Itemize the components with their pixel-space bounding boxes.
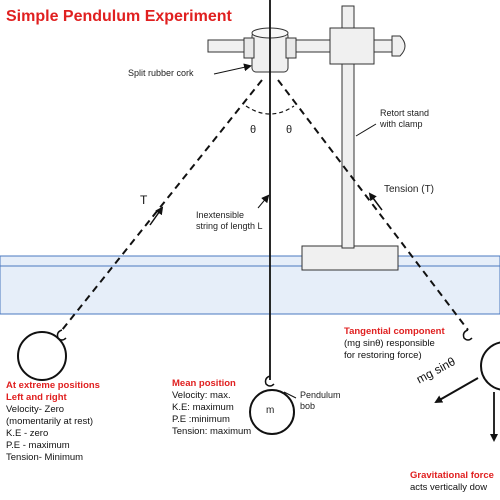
left-string [61,79,263,331]
tension-arrow-right [368,192,383,211]
left-bob [17,331,67,381]
mean-line: K.E: maximum [172,402,234,413]
tangential-line: for restoring force) [344,350,422,361]
extreme-positions-block: At extreme positions Left and right Velo… [6,380,100,464]
theta-right: θ [286,124,293,136]
extreme-line: K.E - zero [6,428,49,439]
stand-base [301,245,399,271]
mean-line: P.E :minimum [172,414,230,425]
tension-arrow-left [149,206,164,226]
mean-position-block: Mean position Velocity: max. K.E: maximu… [172,378,251,438]
extreme-heading-line2: Left and right [6,392,67,403]
stand-label: Retort stand with clamp [380,108,429,130]
mean-heading: Mean position [172,378,236,389]
bob-label-line1: Pendulum [300,390,341,400]
mg-sin-arrow [434,377,479,403]
gravity-line: acts vertically dow [410,482,488,493]
bob-label-line2: bob [300,401,316,411]
string-label-line2: string of length L [196,221,263,231]
mean-line: Velocity: max. [172,390,231,401]
stand-label-line2: with clamp [380,119,423,129]
center-bob [249,389,295,435]
theta-left: θ [250,124,257,136]
mean-line: Tension: maximum [172,426,252,437]
string-label: Inextensible string of length L [196,210,263,232]
right-string [277,79,469,331]
stand-rod [341,5,355,249]
stand-pointer [355,123,377,137]
gravity-block: Gravitational force acts vertically dow [410,470,494,494]
stand-label-line1: Retort stand [380,108,430,118]
bob-mass-letter: m [266,405,275,416]
cork-clip-left [243,37,255,59]
string-pointer [257,194,270,209]
clamp-knob [391,35,406,57]
extreme-line: Velocity- Zero [6,404,65,415]
diagram-title: Simple Pendulum Experiment [6,8,232,25]
right-hook [462,329,473,341]
bench-top [0,255,500,267]
tangential-line: (mg sinθ) responsible [344,338,435,349]
bob-label: Pendulum bob [300,390,341,412]
cork-clip-right [285,37,297,59]
extreme-line: Tension- Minimum [6,452,84,463]
center-hook [264,375,275,387]
clamp-screw [373,39,393,53]
right-bob [480,341,500,391]
bob-pointer [283,391,297,399]
cork-label: Split rubber cork [128,68,194,78]
cork-pointer [213,63,252,75]
tangential-block: Tangential component (mg sinθ) responsib… [344,326,445,362]
string-label-line1: Inextensible [196,210,245,220]
gravity-heading: Gravitational force [410,470,494,481]
bench-front [0,265,500,315]
extreme-line: (momentarily at rest) [6,416,94,427]
tension-left-label: T [140,193,148,207]
tension-right-label: Tension (T) [384,184,435,195]
extreme-line: P.E - maximum [6,440,70,451]
tangential-heading: Tangential component [344,326,445,337]
clamp-boss [329,27,375,65]
extreme-heading-line1: At extreme positions [6,380,100,391]
